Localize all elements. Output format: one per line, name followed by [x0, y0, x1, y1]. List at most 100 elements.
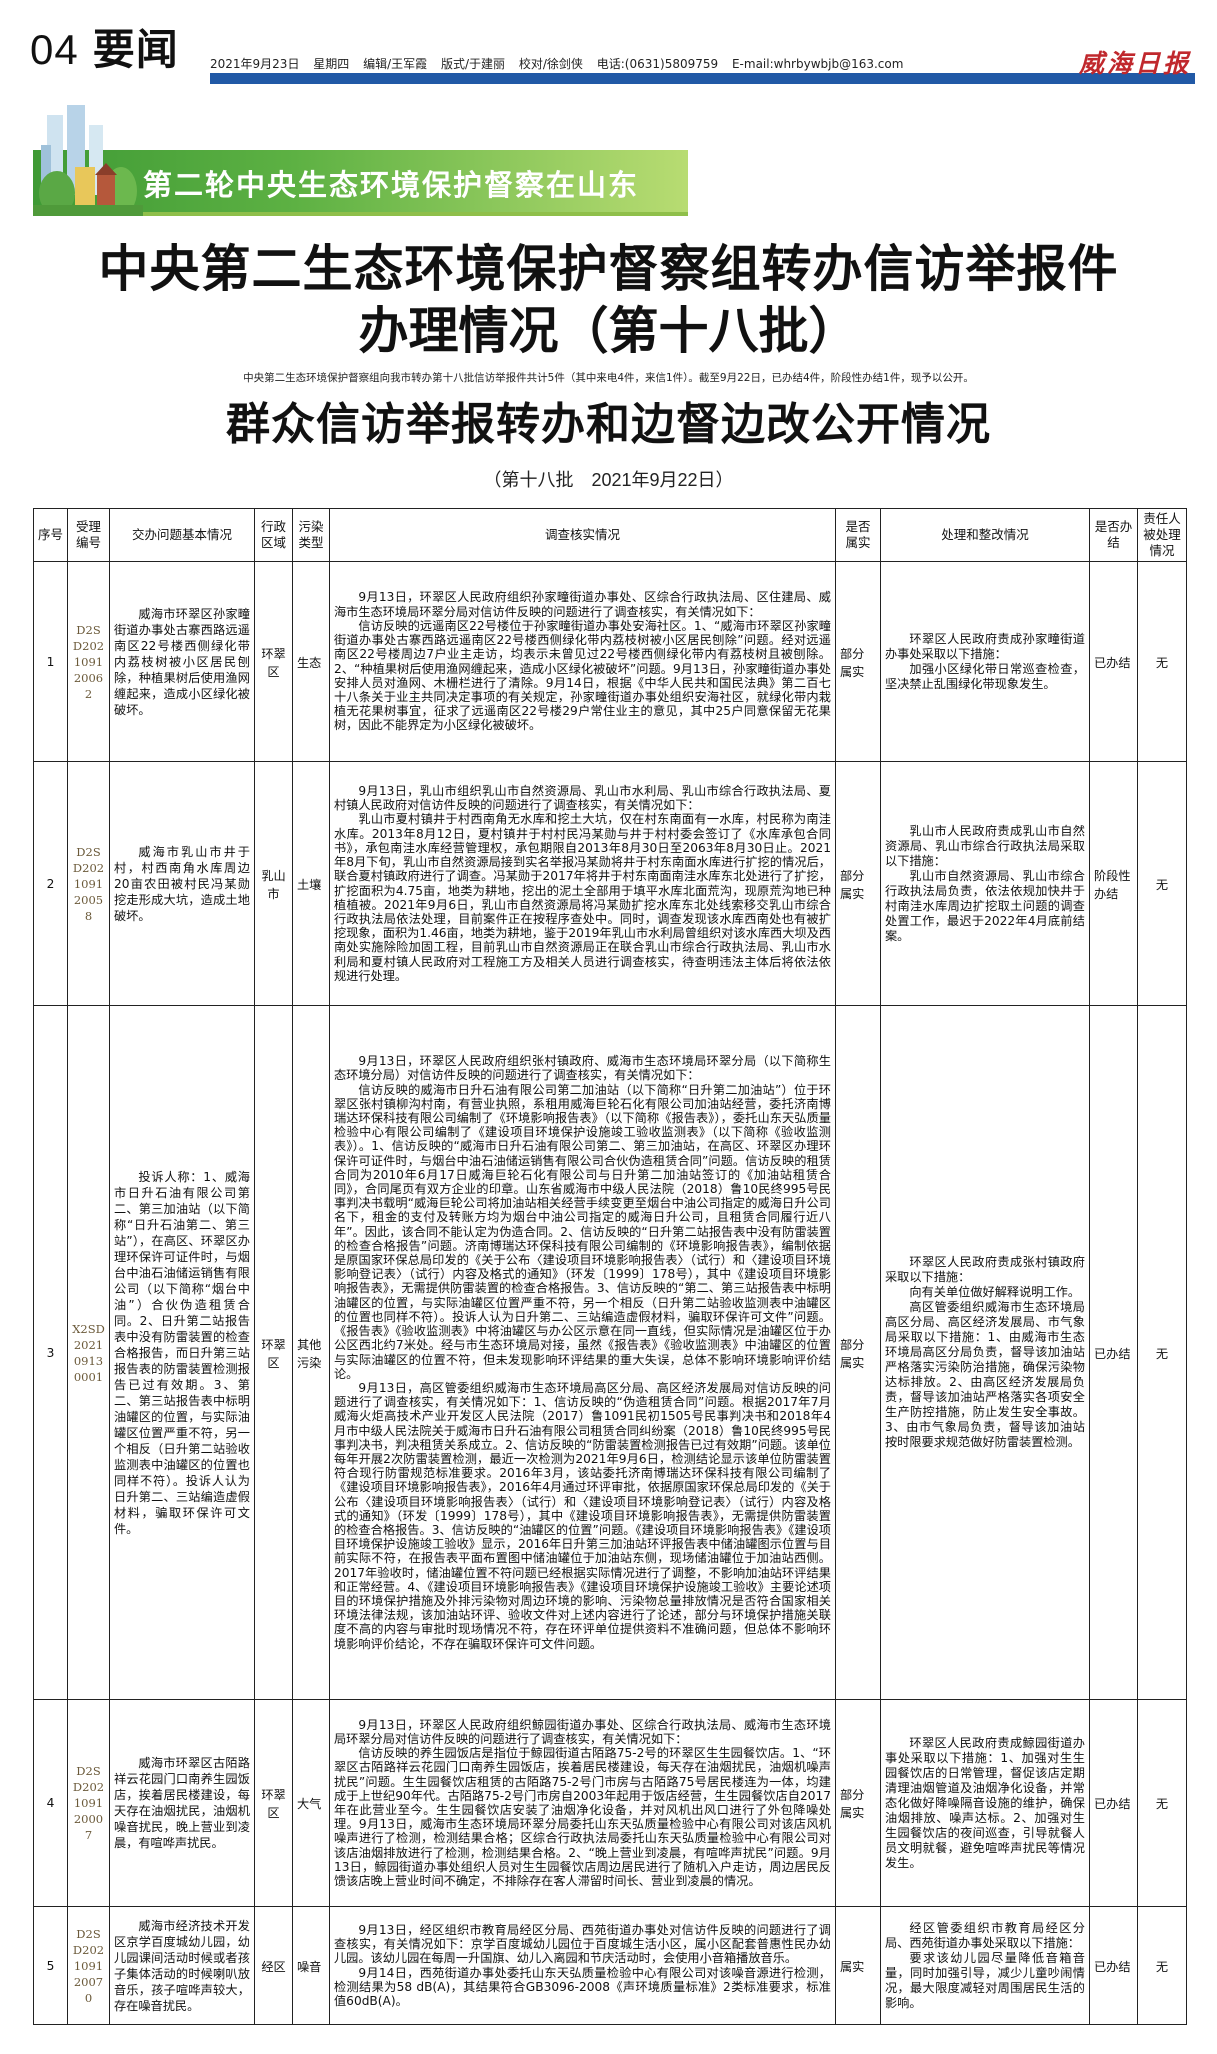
pollution-type: 噪音 [292, 1906, 330, 2025]
problem-paragraph: 威海市环翠区古陌路祥云花园门口南养生园饭店，挨着居民楼建设，每天存在油烟扰民，油… [114, 1756, 250, 1850]
case-code: X2SD202109130001 [67, 1005, 110, 1700]
col-header-region: 行政区域 [254, 508, 293, 562]
completion-status: 已办结 [1089, 1005, 1138, 1700]
handling-measures: 环翠区人民政府责成孙家疃街道办事处采取以下措施：加强小区绿化带日常巡查检查，坚决… [880, 561, 1090, 762]
investigation-paragraph: 9月13日，环翠区人民政府组织张村镇政府、威海市生态环境局环翠分局（以下简称生态… [334, 1054, 831, 1083]
investigation-paragraph: 信访反映的威海市日升石油有限公司第二加油站（以下简称“日升第二加油站”）位于环翠… [334, 1082, 831, 1381]
region: 环翠区 [254, 561, 293, 762]
region: 环翠区 [254, 1699, 293, 1907]
completion-status: 已办结 [1089, 561, 1138, 762]
phone: 电话:(0631)5809759 [596, 57, 719, 71]
handling-paragraph: 环翠区人民政府责成鲸园街道办事处采取以下措施：1、加强对生生园餐饮店的日常管理，… [885, 1735, 1085, 1870]
city-illustration-icon [33, 105, 143, 216]
petition-table: 序号 受理编号 交办问题基本情况 行政区域 污染类型 调查核实情况 是否属实 处… [33, 508, 1187, 2025]
row-number: 3 [33, 1005, 68, 1700]
handling-paragraph: 环翠区人民政府责成张村镇政府采取以下措施： [885, 1255, 1085, 1284]
sub-headline: 群众信访举报转办和边督边改公开情况 [226, 399, 991, 450]
handling-paragraph: 高区管委组织威海市生态环境局高区分局、高区经济发展局、市气象局采取以下措施：1、… [885, 1300, 1085, 1449]
row-number: 2 [33, 761, 68, 1006]
completion-status: 阶段性办结 [1089, 761, 1138, 1006]
batch-dateline: （第十八批 2021年9月22日） [483, 470, 734, 490]
case-code: D2SD202109120062 [67, 561, 110, 762]
investigation-paragraph: 乳山市夏村镇井于村西南角无水库和挖土大坑，仅在村东南面有一水库，村民称为南洼水库… [334, 812, 831, 983]
case-code: D2SD202109120058 [67, 761, 110, 1006]
problem-paragraph: 投诉人称：1、威海市日升石油有限公司第二、第三加油站（以下简称“日升石油第二、第… [114, 1169, 250, 1536]
investigation-details: 9月13日，乳山市组织乳山市自然资源局、乳山市水利局、乳山市综合行政执法局、夏村… [329, 761, 836, 1006]
accountability: 无 [1137, 761, 1187, 1006]
region: 乳山市 [254, 761, 293, 1006]
investigation-details: 9月13日，经区组织市教育局经区分局、西苑街道办事处对信访件反映的问题进行了调查… [329, 1906, 836, 2025]
problem-description: 威海市环翠区孙家疃街道办事处古寨西路远遥南区22号楼西侧绿化带内荔枝树被小区居民… [109, 561, 255, 762]
investigation-paragraph: 9月13日，乳山市组织乳山市自然资源局、乳山市水利局、乳山市综合行政执法局、夏村… [334, 784, 831, 813]
handling-paragraph: 经区管委组织市教育局经区分局、西苑街道办事处采取以下措施： [885, 1920, 1085, 1950]
editor: 编辑/王军霞 [363, 57, 428, 71]
col-header-status: 是否办结 [1089, 508, 1138, 562]
main-headline-line2: 办理情况（第十八批） [358, 301, 859, 360]
completion-status: 已办结 [1089, 1699, 1138, 1907]
accountability: 无 [1137, 1699, 1187, 1907]
region: 经区 [254, 1906, 293, 2025]
handling-measures: 环翠区人民政府责成鲸园街道办事处采取以下措施：1、加强对生生园餐饮店的日常管理，… [880, 1699, 1090, 1907]
investigation-paragraph: 信访反映的远遥南区22号楼位于孙家疃街道办事处安海社区。1、“威海市环翠区孙家疃… [334, 618, 831, 733]
col-header-handling: 处理和整改情况 [880, 508, 1090, 562]
verified-status: 部分属实 [835, 1699, 881, 1907]
row-number: 5 [33, 1906, 68, 2025]
handling-paragraph: 向有关单位做好解释说明工作。 [909, 1285, 1081, 1299]
pollution-type: 生态 [292, 561, 330, 762]
pollution-type: 其他污染 [292, 1005, 330, 1700]
main-headline-line1: 中央第二生态环境保护督察组转办信访举报件 [98, 239, 1119, 298]
verified-status: 属实 [835, 1906, 881, 2025]
banner-title: 第二轮中央生态环境保护督察在山东 [143, 168, 640, 202]
layout-editor: 版式/于建丽 [441, 57, 506, 71]
email: E-mail:whrbywbjb@163.com [731, 57, 904, 71]
region: 环翠区 [254, 1005, 293, 1700]
handling-paragraph: 乳山市人民政府责成乳山市自然资源局、乳山市综合行政执法局采取以下措施： [885, 823, 1085, 868]
accountability: 无 [1137, 1005, 1187, 1700]
investigation-paragraph: 9月14日，西苑街道办事处委托山东天弘质量检验中心有限公司对该噪音源进行检测，检… [334, 1965, 831, 2008]
investigation-details: 9月13日，环翠区人民政府组织张村镇政府、威海市生态环境局环翠分局（以下简称生态… [329, 1005, 836, 1700]
col-header-no: 序号 [33, 508, 68, 562]
col-header-verified: 是否属实 [835, 508, 881, 562]
intro-summary: 中央第二生态环境保护督察组向我市转办第十八批信访举报件共计5件（其中来电4件，来… [243, 372, 974, 384]
col-header-code: 受理编号 [67, 508, 110, 562]
investigation-paragraph: 9月13日，环翠区人民政府组织孙家疃街道办事处、区综合行政执法局、区住建局、威海… [334, 590, 831, 619]
investigation-details: 9月13日，环翠区人民政府组织孙家疃街道办事处、区综合行政执法局、区住建局、威海… [329, 561, 836, 762]
handling-measures: 乳山市人民政府责成乳山市自然资源局、乳山市综合行政执法局采取以下措施：乳山市自然… [880, 761, 1090, 1006]
investigation-paragraph: 9月13日，经区组织市教育局经区分局、西苑街道办事处对信访件反映的问题进行了调查… [334, 1922, 831, 1966]
problem-description: 投诉人称：1、威海市日升石油有限公司第二、第三加油站（以下简称“日升石油第二、第… [109, 1005, 255, 1700]
col-header-investigation: 调查核实情况 [329, 508, 836, 562]
investigation-details: 9月13日，环翠区人民政府组织鲸园街道办事处、区综合行政执法局、威海市生态环境局… [329, 1699, 836, 1907]
handling-paragraph: 乳山市自然资源局、乳山市综合行政执法局负责，依法依规加快井于村南洼水库周边扩挖取… [885, 868, 1085, 943]
accountability: 无 [1137, 1906, 1187, 2025]
case-code: D2SD202109120070 [67, 1906, 110, 2025]
accountability: 无 [1137, 561, 1187, 762]
table-header-row: 序号 受理编号 交办问题基本情况 行政区域 污染类型 调查核实情况 是否属实 处… [33, 508, 1187, 562]
case-code: D2SD202109120007 [67, 1699, 110, 1907]
proofreader: 校对/徐剑侠 [518, 57, 583, 71]
row-number: 1 [33, 561, 68, 762]
problem-paragraph: 威海市经济技术开发区京学百度城幼儿园，幼儿园课间活动时候或者孩子集体活动的时候喇… [114, 1918, 250, 2013]
problem-description: 威海市环翠区古陌路祥云花园门口南养生园饭店，挨着居民楼建设，每天存在油烟扰民，油… [109, 1699, 255, 1907]
newspaper-logo: 威海日报 [1078, 49, 1191, 78]
investigation-paragraph: 9月13日，环翠区人民政府组织鲸园街道办事处、区综合行政执法局、威海市生态环境局… [334, 1717, 831, 1746]
verified-status: 部分属实 [835, 1005, 881, 1700]
pollution-type: 大气 [292, 1699, 330, 1907]
investigation-paragraph: 9月13日，高区管委组织威海市生态环境局高区分局、高区经济发展局对信访反映的问题… [334, 1380, 832, 1651]
issue-meta: 2021年9月23日 星期四 编辑/王军霞 版式/于建丽 校对/徐剑侠 电话:(… [210, 55, 913, 72]
handling-measures: 环翠区人民政府责成张村镇政府采取以下措施：向有关单位做好解释说明工作。高区管委组… [880, 1005, 1090, 1700]
investigation-paragraph: 信访反映的养生园饭店是指位于鲸园街道古陌路75-2号的环翠区生生园餐饮店。1、“… [334, 1746, 831, 1889]
issue-weekday: 星期四 [313, 57, 350, 71]
handling-paragraph: 要求该幼儿园尽量降低音箱音量，同时加强引导，减少儿童吵闹情况，最大限度减轻对周围… [885, 1950, 1085, 2010]
row-number: 4 [33, 1699, 68, 1907]
col-header-accountability: 责任人被处理情况 [1137, 508, 1187, 562]
handling-measures: 经区管委组织市教育局经区分局、西苑街道办事处采取以下措施：要求该幼儿园尽量降低音… [880, 1906, 1090, 2025]
verified-status: 部分属实 [835, 761, 881, 1006]
section-name: 要闻 [92, 26, 179, 73]
verified-status: 部分属实 [835, 561, 881, 762]
completion-status: 已办结 [1089, 1906, 1138, 2025]
